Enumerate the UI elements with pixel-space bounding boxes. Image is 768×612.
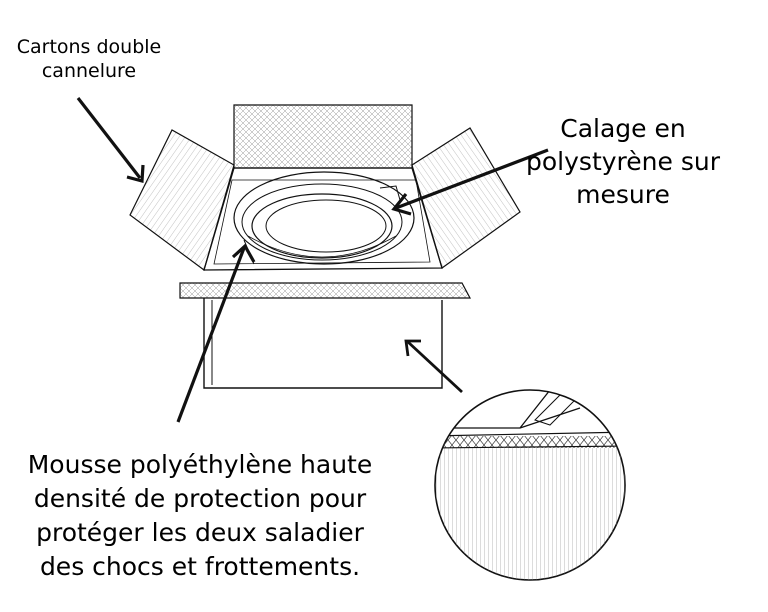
label-line: des chocs et frottements. [39, 552, 361, 581]
arrow-icon [391, 148, 549, 216]
back-flap [233, 104, 413, 169]
arrow-icon [176, 243, 256, 423]
label-mousse: Mousse polyéthylène haute densité de pro… [0, 448, 400, 584]
right-flap [411, 127, 521, 269]
label-line: protéger les deux saladier [36, 518, 364, 547]
magnifier-detail-icon [434, 389, 626, 581]
label-line: mesure [576, 180, 670, 209]
label-line: Mousse polyéthylène haute [27, 450, 373, 479]
label-calage: Calage en polystyrène sur mesure [512, 112, 734, 211]
left-flap [129, 129, 235, 271]
arrow-icon [76, 97, 145, 184]
polystyrene-wedge [233, 171, 415, 265]
label-line: cannelure [41, 59, 137, 82]
label-line: Calage en [560, 114, 686, 143]
front-flap [179, 282, 471, 299]
box-body [203, 298, 443, 389]
label-line: polystyrène sur [526, 147, 720, 176]
label-line: Cartons double [16, 36, 162, 58]
box-opening [203, 167, 443, 271]
label-cartons: Cartons double cannelure [0, 36, 178, 84]
label-line: densité de protection pour [33, 484, 367, 513]
arrow-icon [404, 339, 463, 394]
